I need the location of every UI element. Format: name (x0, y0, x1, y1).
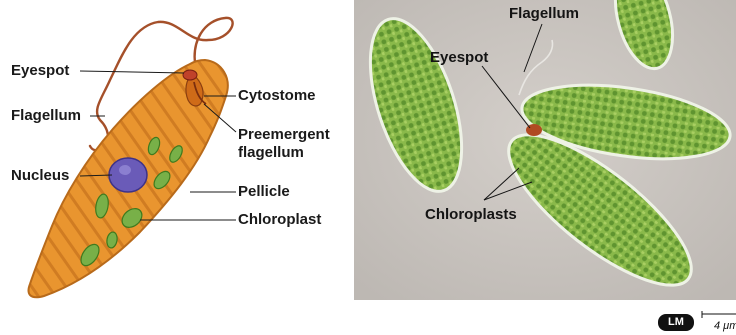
light-micrograph (354, 0, 736, 300)
label-preemergent-line2: flagellum (238, 145, 304, 161)
label-eyespot: Eyespot (11, 63, 69, 79)
label-flagellum: Flagellum (11, 108, 81, 124)
scale-label: 4 μm (714, 320, 736, 332)
leader-eyespot (80, 71, 184, 73)
label-flagellum-micro: Flagellum (509, 6, 579, 22)
label-nucleus: Nucleus (11, 168, 69, 184)
label-preemergent: Preemergent (238, 127, 330, 143)
eyespot (183, 70, 197, 80)
label-eyespot-micro: Eyespot (430, 50, 488, 66)
label-cytostome: Cytostome (238, 88, 316, 104)
lm-badge: LM (658, 314, 694, 331)
label-pellicle: Pellicle (238, 184, 290, 200)
label-chloroplast: Chloroplast (238, 212, 321, 228)
nucleolus (119, 165, 131, 175)
label-chloroplasts-micro: Chloroplasts (425, 207, 517, 223)
nucleus (109, 158, 147, 192)
